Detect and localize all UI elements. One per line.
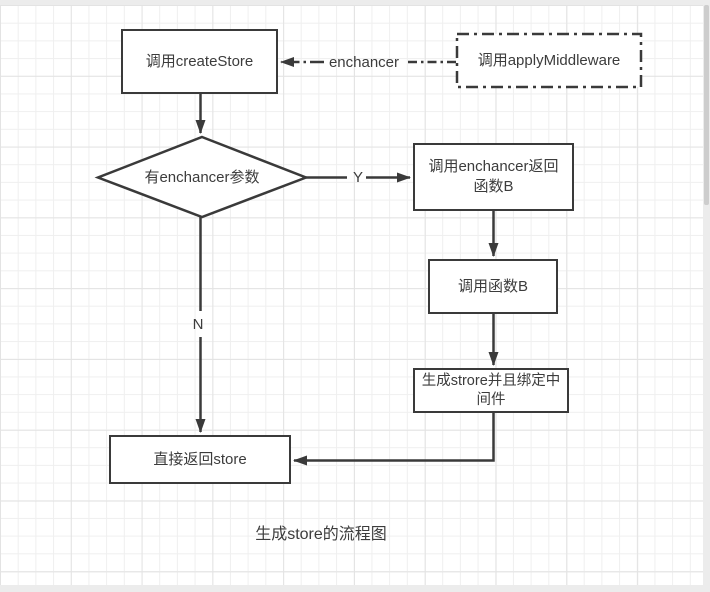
- edge-label-enchancer[interactable]: enchancer: [322, 52, 406, 72]
- node-call-function-b-label: 调用函数B: [457, 277, 528, 295]
- node-apply-middleware[interactable]: 调用applyMiddleware: [457, 34, 641, 87]
- node-generate-store-bind-middleware[interactable]: 生成strore并且绑定中间件: [413, 368, 569, 413]
- node-call-enchancer-return-label: 调用enchancer返回函数B: [428, 158, 559, 195]
- edge-label-no[interactable]: N: [187, 313, 209, 335]
- decision-diamond-shape[interactable]: [94, 135, 310, 219]
- node-call-function-b[interactable]: 调用函数B: [428, 259, 558, 314]
- decision-has-enchancer-label: 有enchancer参数: [144, 168, 260, 186]
- diagram-caption-text: 生成store的流程图: [255, 526, 387, 543]
- node-return-store[interactable]: 直接返回store: [109, 435, 291, 484]
- node-call-enchancer-return[interactable]: 调用enchancer返回函数B: [413, 143, 574, 211]
- node-generate-store-label: 生成strore并且绑定中间件: [421, 372, 561, 408]
- edge-label-no-text: N: [192, 315, 204, 333]
- grid-canvas[interactable]: [0, 5, 703, 585]
- vertical-scrollbar-track[interactable]: [703, 0, 710, 592]
- node-return-store-label: 直接返回store: [153, 450, 247, 468]
- vertical-scrollbar-thumb[interactable]: [704, 5, 709, 205]
- connector-genstore-returnstore[interactable]: [293, 413, 495, 466]
- edge-label-yes-text: Y: [352, 168, 363, 186]
- node-apply-middleware-label: 调用applyMiddleware: [477, 52, 621, 69]
- node-create-store[interactable]: 调用createStore: [121, 29, 278, 94]
- node-apply-middleware-shape[interactable]: [455, 32, 643, 89]
- edge-label-enchancer-text: enchancer: [328, 53, 400, 71]
- node-create-store-label: 调用createStore: [145, 52, 254, 70]
- diagram-caption[interactable]: 生成store的流程图: [211, 520, 431, 544]
- edge-label-yes[interactable]: Y: [348, 167, 368, 187]
- decision-has-enchancer[interactable]: 有enchancer参数: [102, 163, 302, 191]
